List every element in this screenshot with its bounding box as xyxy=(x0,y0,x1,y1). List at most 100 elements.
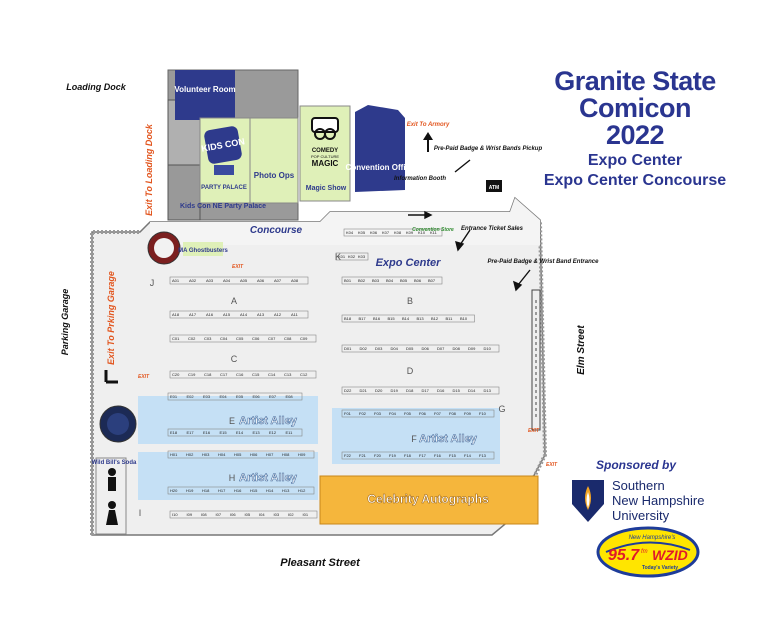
exit-label: EXIT xyxy=(138,374,150,380)
booth-label: H09 xyxy=(298,452,306,457)
artist-alley-f-label: Artist Alley xyxy=(419,433,478,445)
booth-label: D16 xyxy=(437,388,445,393)
section-k: K xyxy=(335,252,341,262)
booth-label: F20 xyxy=(374,453,382,458)
title-line1: Granite State xyxy=(554,66,716,96)
booth-label: B01 xyxy=(344,278,352,283)
booth-label: E13 xyxy=(253,430,261,435)
booth-row-outline xyxy=(169,510,318,519)
booth-label: D17 xyxy=(422,388,430,393)
booth-label: D10 xyxy=(484,346,492,351)
booth-label: E16 xyxy=(203,430,211,435)
exit-parking-label: Exit To Prking Garage xyxy=(106,271,116,365)
booth-label: H05 xyxy=(234,452,242,457)
comedy-label: COMEDY xyxy=(312,148,338,154)
booth-label: H08 xyxy=(282,452,290,457)
booth-label: K06 xyxy=(370,230,378,235)
booth-row-outline xyxy=(169,310,309,319)
prepaid-entrance-label: Pre-Paid Badge & Wrist Band Entrance xyxy=(488,259,600,265)
booth-label: F03 xyxy=(374,411,382,416)
magic-show-label: Magic Show xyxy=(306,185,347,192)
booth-label: E05 xyxy=(236,394,244,399)
booth-label: D05 xyxy=(406,346,414,351)
booth-label: I10 xyxy=(172,512,178,517)
arrow-icon xyxy=(408,159,531,292)
info-booth-label: Information Booth xyxy=(394,176,446,182)
booth-label: B04 xyxy=(386,278,394,283)
booth-label: F16 xyxy=(434,453,442,458)
booth-label: H01 xyxy=(170,452,178,457)
booth-label: A11 xyxy=(291,312,299,317)
booth-row-outline xyxy=(341,276,443,285)
entrance-tickets-label: Entrance Ticket Sales xyxy=(461,226,524,232)
booth-label: K09 xyxy=(406,230,414,235)
booth-label: C13 xyxy=(284,372,292,377)
radio-fm-text: fm xyxy=(641,549,648,555)
exit-armory-label: Exit To Armory xyxy=(407,122,450,128)
radio-top-text: New Hampshire's xyxy=(629,535,676,541)
booth-row-outline xyxy=(169,370,317,379)
booth-label: F21 xyxy=(359,453,367,458)
booth-label: F08 xyxy=(449,411,457,416)
street-loading-dock: Loading Dock xyxy=(66,82,126,92)
booth-label: C14 xyxy=(268,372,276,377)
booth-label: C03 xyxy=(204,336,212,341)
booth-label: D03 xyxy=(375,346,383,351)
ma-ghostbusters-label: MA Ghostbusters xyxy=(178,248,228,254)
booth-label: I08 xyxy=(201,512,207,517)
booth-label: H16 xyxy=(234,488,242,493)
expo-center-label: Expo Center xyxy=(376,257,442,269)
booth-label: C05 xyxy=(236,336,244,341)
booth-label: B18 xyxy=(344,316,352,321)
snhu-line3: University xyxy=(612,508,670,523)
booth-label: K10 xyxy=(418,230,426,235)
booth-label: I04 xyxy=(259,512,265,517)
booth-label: A12 xyxy=(274,312,282,317)
radio-call-text: WZID xyxy=(652,547,688,563)
photo-ops-room xyxy=(249,117,299,204)
booth-label: E06 xyxy=(253,394,261,399)
section-e: E xyxy=(229,416,235,426)
booth-row-outline xyxy=(341,386,500,395)
section-a: A xyxy=(231,296,237,306)
booth-label: A07 xyxy=(274,278,282,283)
booth-label: A06 xyxy=(257,278,265,283)
booth-label: F19 xyxy=(389,453,397,458)
booth-label: D01 xyxy=(344,346,352,351)
booth-label: A05 xyxy=(240,278,248,283)
booth-label: K01 xyxy=(338,254,346,259)
booth-label: C01 xyxy=(172,336,180,341)
booth-label: C16 xyxy=(236,372,244,377)
booth-label: A17 xyxy=(189,312,197,317)
booth-label: D14 xyxy=(468,388,476,393)
section-c: C xyxy=(231,354,238,364)
booth-label: F05 xyxy=(404,411,412,416)
booth-label: A16 xyxy=(206,312,214,317)
convention-office xyxy=(355,105,405,192)
booth-label: F09 xyxy=(464,411,472,416)
convention-office-label: Convention Office xyxy=(346,163,415,172)
booth-label: I01 xyxy=(303,512,309,517)
booth-label: K03 xyxy=(358,254,366,259)
booth-label: D08 xyxy=(453,346,461,351)
celebrity-autographs-zone xyxy=(319,475,539,525)
booth-label: D13 xyxy=(484,388,492,393)
exit-loading-label: Exit To Loading Dock xyxy=(144,123,154,216)
booth-label: I09 xyxy=(187,512,193,517)
booth-label: A08 xyxy=(291,278,299,283)
booth-row-outline xyxy=(169,334,317,343)
artist-alley-f-zone xyxy=(332,408,500,464)
snhu-name: Southern New Hampshire University xyxy=(612,478,704,523)
booth-label: A01 xyxy=(172,278,180,283)
arrow-up-icon xyxy=(423,132,433,152)
booth-label: K11 xyxy=(430,230,438,235)
exit-label: EXIT xyxy=(232,264,244,270)
atm-label: ATM xyxy=(489,185,499,191)
booth-label: B06 xyxy=(414,278,422,283)
booth-label: H18 xyxy=(202,488,210,493)
booth-label: C06 xyxy=(252,336,260,341)
